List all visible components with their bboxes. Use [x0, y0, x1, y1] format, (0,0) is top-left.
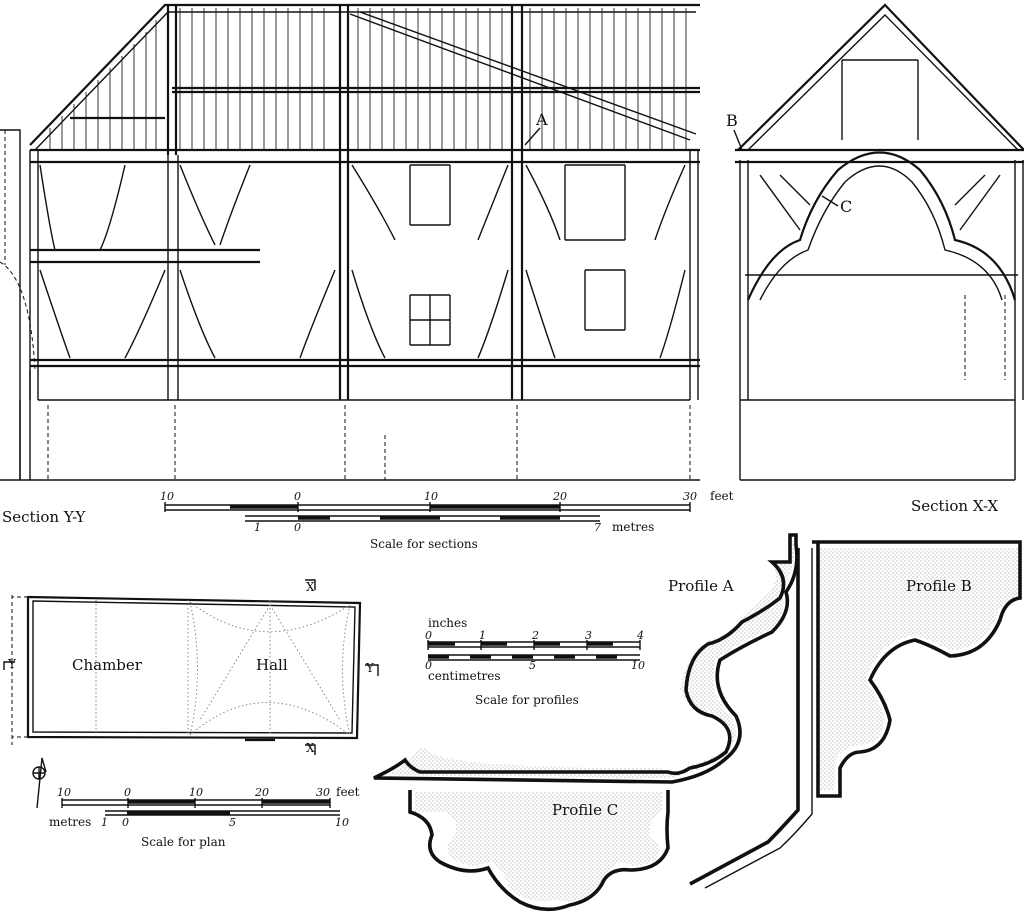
section-scale-metres-unit: metres	[612, 520, 654, 534]
plan-scale-ft-30: 30	[316, 786, 330, 799]
section-scale-ft-10a: 10	[160, 490, 174, 503]
section-scale-m-0: 0	[294, 521, 301, 534]
plan-scale-m-0: 0	[122, 816, 129, 829]
plan-scale-metres-unit: metres	[49, 815, 91, 829]
marker-a-leader	[524, 127, 541, 146]
section-y-y-drawing	[0, 3, 700, 481]
section-x-x-drawing	[735, 3, 1024, 481]
profile-scale-in-0: 0	[425, 629, 432, 642]
profile-b-label: Profile B	[906, 577, 972, 595]
profile-b-drawing	[689, 540, 1022, 889]
profile-scale-cm-5: 5	[529, 659, 536, 672]
plan-scale-bar	[61, 798, 340, 816]
profile-c-drawing	[408, 790, 670, 912]
section-scale-m-1: 1	[254, 521, 261, 534]
ground-plan-drawing	[3, 579, 379, 755]
profile-scale-in-1: 1	[479, 629, 486, 642]
section-marker-c: C	[840, 197, 852, 216]
plan-section-mark-x-top: X	[306, 580, 315, 594]
section-scale-m-7: 7	[594, 521, 601, 534]
section-scale-bar	[164, 502, 691, 522]
marker-c-leader	[821, 195, 839, 207]
plan-section-mark-y-left: Y	[7, 657, 17, 671]
plan-scale-ft-20: 20	[254, 786, 269, 799]
plan-scale-ft-10b: 10	[189, 786, 203, 799]
plan-room-hall: Hall	[256, 656, 288, 674]
profile-scale-title: Scale for profiles	[475, 693, 579, 707]
profile-scale-in-3: 3	[585, 629, 592, 642]
marker-b-leader	[733, 129, 743, 151]
profile-scale-inches-unit: inches	[428, 616, 467, 630]
plan-scale-ft-10a: 10	[57, 786, 71, 799]
profile-scale-cm-0: 0	[425, 659, 432, 672]
profile-scale-in-4: 4	[636, 629, 644, 642]
section-scale-ft-0: 0	[294, 490, 301, 503]
profile-scale-in-2: 2	[531, 629, 539, 642]
profile-scale-bar	[427, 640, 641, 661]
profile-scale-centimetres-unit: centimetres	[428, 669, 501, 683]
plan-section-mark-y-right: Y	[365, 661, 375, 675]
section-marker-a: A	[535, 110, 548, 129]
section-scale-ft-10b: 10	[424, 490, 438, 503]
plan-scale-title: Scale for plan	[141, 835, 226, 849]
section-scale-feet-unit: feet	[710, 489, 734, 503]
section-marker-b: B	[726, 111, 738, 130]
plan-section-mark-x-bottom: X	[306, 741, 315, 755]
plan-room-chamber: Chamber	[72, 656, 143, 674]
profile-scale-cm-10: 10	[631, 659, 645, 672]
profile-a-drawing	[373, 532, 799, 784]
plan-scale-m-5: 5	[229, 816, 236, 829]
profile-c-label: Profile C	[552, 801, 618, 819]
section-x-x-title: Section X-X	[911, 497, 999, 515]
section-scale-ft-20: 20	[552, 490, 567, 503]
section-scale-ft-30: 30	[683, 490, 697, 503]
plan-scale-ft-0: 0	[124, 786, 131, 799]
section-scale-title: Scale for sections	[370, 537, 478, 551]
plan-scale-feet-unit: feet	[336, 785, 360, 799]
plan-scale-m-1: 1	[101, 816, 108, 829]
north-arrow-icon	[32, 757, 47, 809]
plan-scale-m-10: 10	[335, 816, 349, 829]
section-y-y-title: Section Y-Y	[2, 508, 87, 526]
profile-a-label: Profile A	[668, 577, 734, 595]
